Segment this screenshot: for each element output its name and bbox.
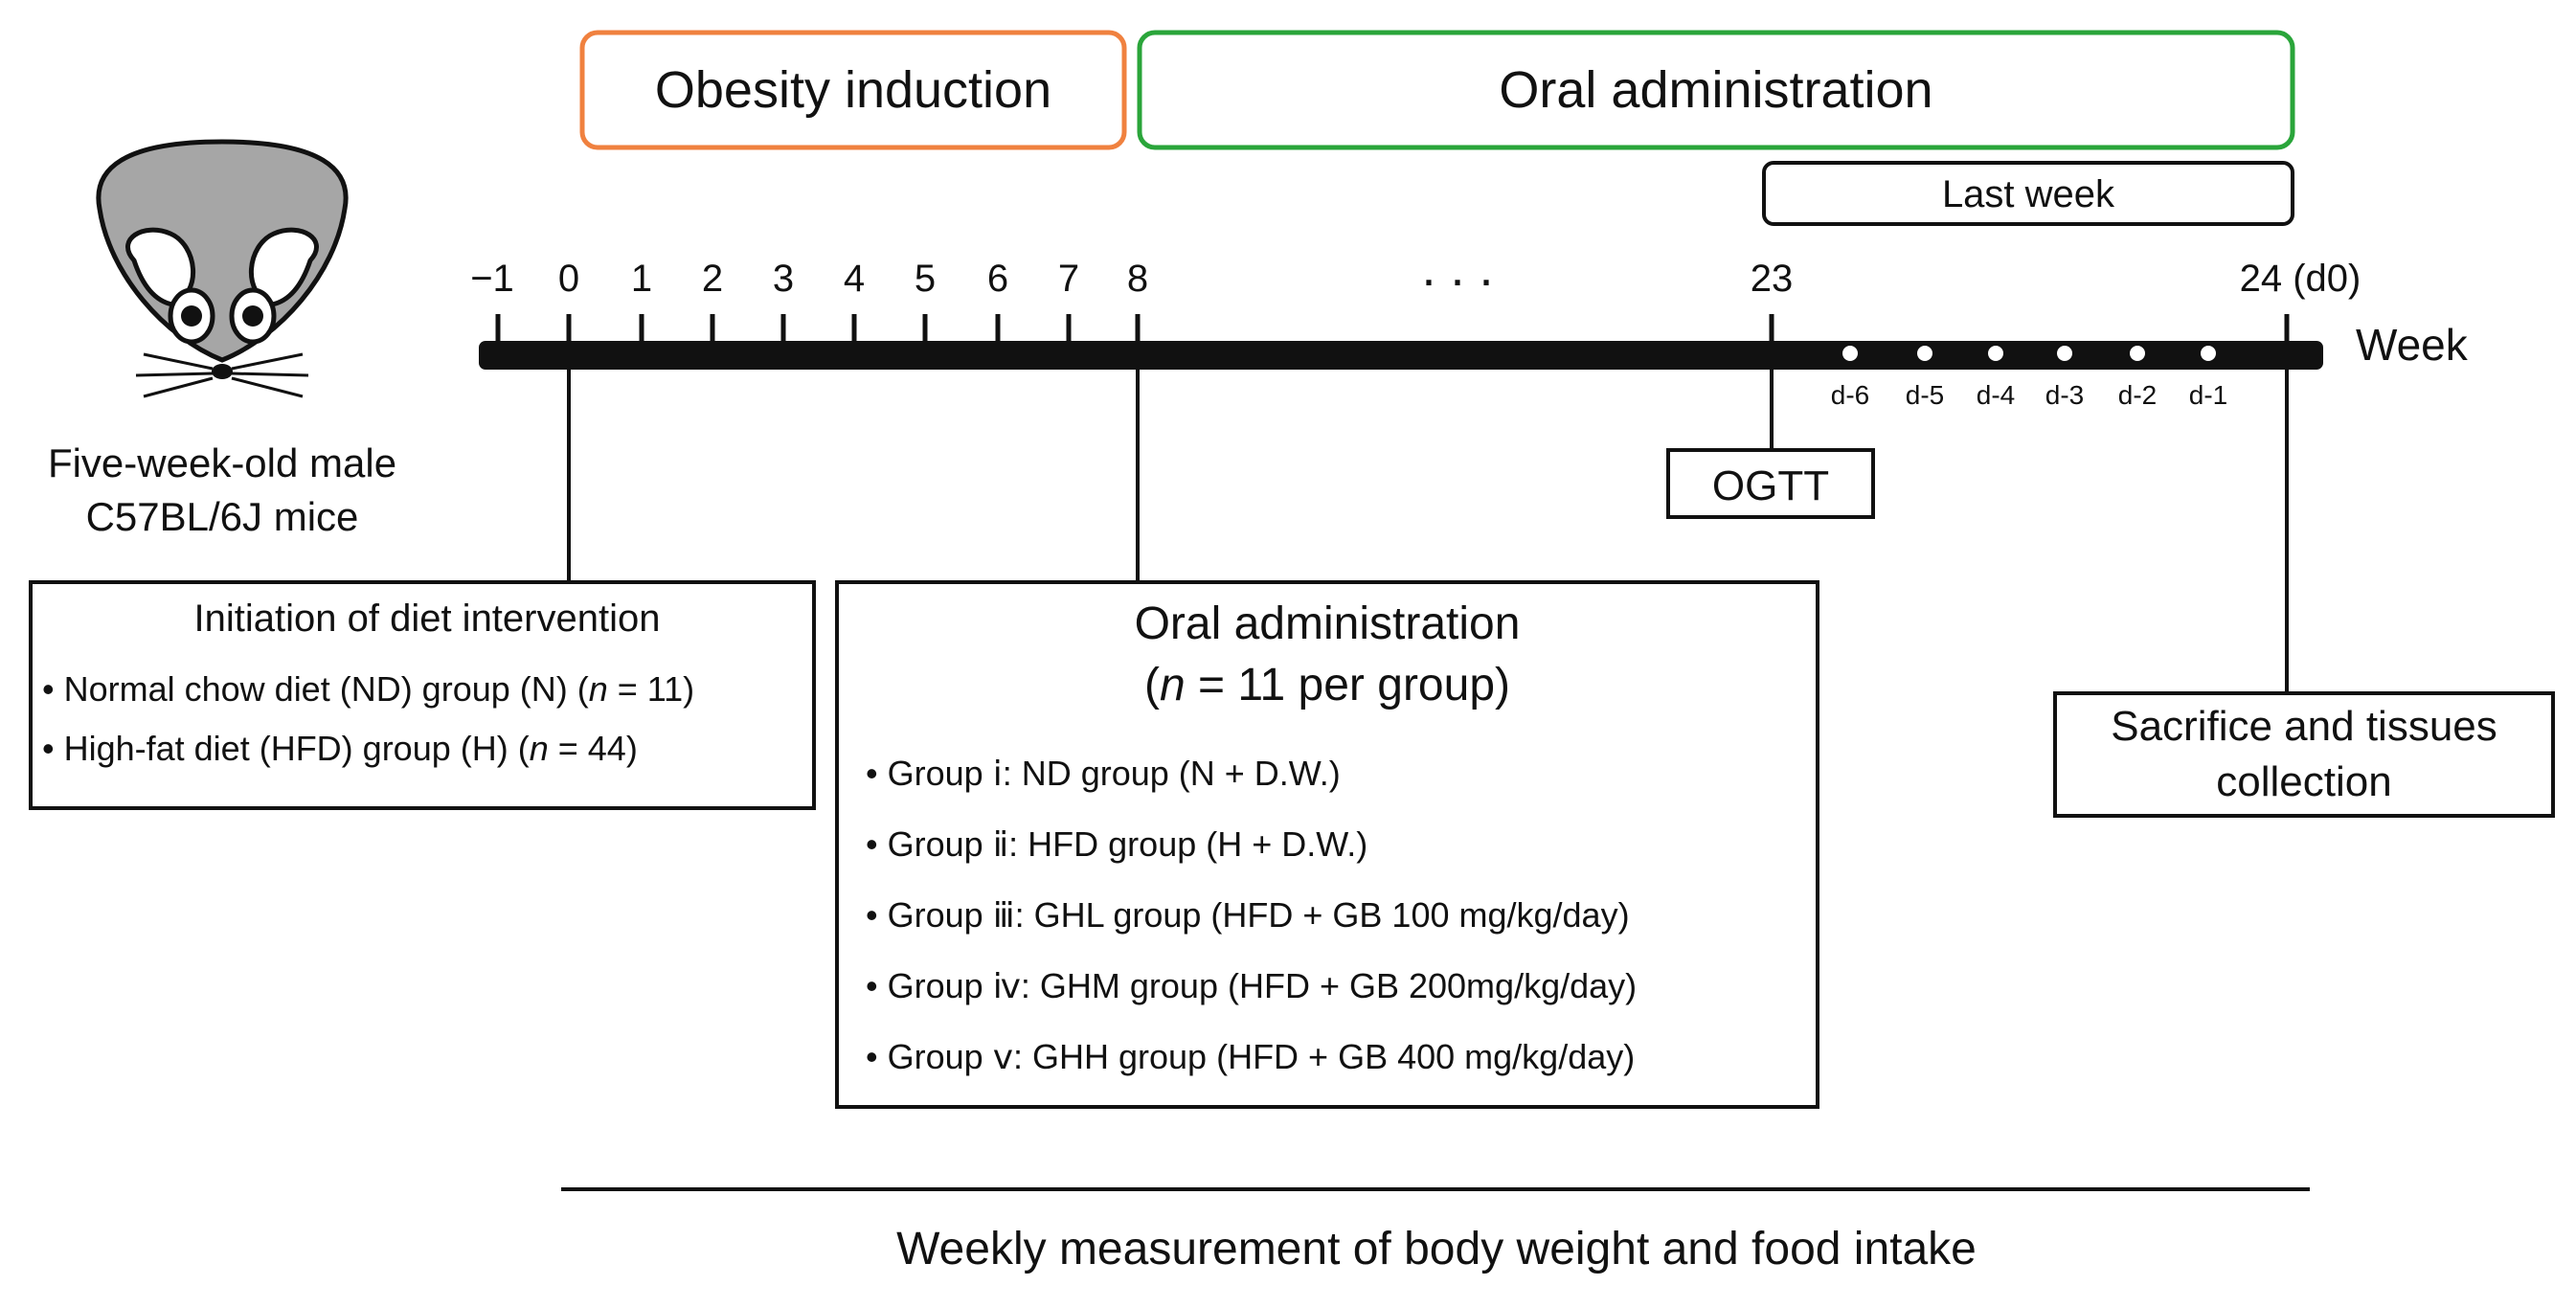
day-dots — [1842, 346, 2216, 361]
tick-label: 2 — [702, 258, 723, 300]
diet-item-normal-chow: • Normal chow diet (ND) group (N) (n = 1… — [42, 669, 695, 709]
group-item: • Group ⅱ: HFD group (H + D.W.) — [866, 824, 1368, 864]
group-item: • Group ⅲ: GHL group (HFD + GB 100 mg/kg… — [866, 895, 1630, 935]
connector-lines — [567, 370, 2289, 691]
diet-intervention-box: Initiation of diet intervention • Normal… — [29, 580, 816, 810]
day-label: d-1 — [2189, 380, 2227, 410]
mouse-caption-line2: C57BL/6J mice — [86, 494, 359, 539]
day-label: d-5 — [1906, 380, 1944, 410]
week-tick-marks — [495, 314, 2290, 356]
day-label: d-4 — [1977, 380, 2015, 410]
day-label: d-2 — [2118, 380, 2157, 410]
oral-groups-title: Oral administration — [1134, 598, 1521, 649]
mouse-caption-line1: Five-week-old male — [48, 440, 396, 485]
day-label: d-6 — [1831, 380, 1869, 410]
diet-intervention-title: Initiation of diet intervention — [193, 598, 661, 640]
group-item: • Group ⅰ: ND group (N + D.W.) — [866, 754, 1341, 793]
sacrifice-line1: Sacrifice and tissues — [2111, 703, 2497, 750]
weekly-measurement-label: Weekly measurement of body weight and fo… — [896, 1224, 1977, 1274]
ogtt-box — [1666, 448, 1875, 519]
sacrifice-box: Sacrifice and tissues collection — [2053, 691, 2555, 818]
tick-label: −1 — [470, 258, 514, 300]
sacrifice-line2: collection — [2216, 758, 2392, 805]
oral-groups-subtitle: (n = 11 per group) — [1143, 660, 1510, 710]
week-tick-labels: −1 0 1 2 3 4 5 6 7 8 23 24 (d0) — [470, 258, 2361, 300]
week-axis-label: Week — [2356, 320, 2469, 370]
tick-label: 7 — [1058, 258, 1079, 300]
day-labels: d-6 d-5 d-4 d-3 d-2 d-1 — [1831, 380, 2227, 410]
mouse-icon — [96, 139, 349, 398]
obesity-induction-box — [579, 30, 1127, 150]
group-item: • Group ⅴ: GHH group (HFD + GB 400 mg/kg… — [866, 1037, 1636, 1076]
obesity-induction-label: Obesity induction — [655, 61, 1051, 119]
last-week-label: Last week — [1942, 173, 2115, 215]
timeline-bar — [479, 341, 2323, 370]
tick-label: 1 — [631, 258, 652, 300]
oral-administration-phase-box — [1137, 30, 2295, 150]
tick-label: 8 — [1127, 258, 1148, 300]
group-item: • Group ⅳ: GHM group (HFD + GB 200mg/kg/… — [866, 966, 1638, 1005]
ogtt-label: OGTT — [1712, 462, 1829, 509]
day-label: d-3 — [2045, 380, 2084, 410]
oral-administration-groups-box: Oral administration (n = 11 per group) •… — [835, 580, 1819, 1109]
tick-label: 24 (d0) — [2240, 258, 2361, 300]
tick-label: 0 — [558, 258, 579, 300]
last-week-box — [1762, 161, 2294, 226]
oral-administration-phase-label: Oral administration — [1499, 61, 1932, 119]
tick-label: 5 — [915, 258, 936, 300]
tick-label: 4 — [844, 258, 865, 300]
tick-label: 3 — [773, 258, 794, 300]
tick-label: 23 — [1751, 258, 1794, 300]
tick-label: 6 — [987, 258, 1008, 300]
timeline-ellipsis: . . . — [1421, 239, 1493, 297]
diet-item-high-fat: • High-fat diet (HFD) group (H) (n = 44) — [42, 729, 638, 768]
